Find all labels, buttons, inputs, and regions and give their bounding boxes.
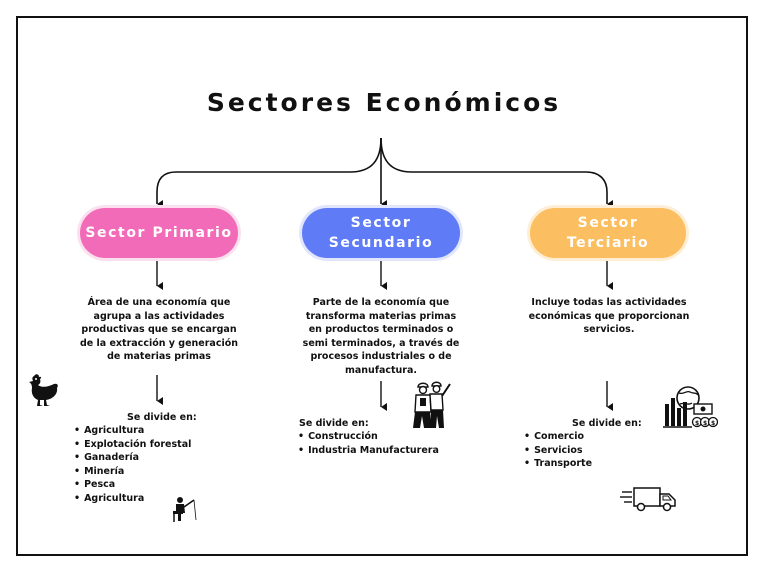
list-item: Explotación forestal [74,438,191,452]
sector-primario-description: Área de una economía que agrupa a las ac… [79,297,239,362]
sector-terciario-description: Incluye todas las actividades económicas… [528,297,690,335]
sector-primario-divide-label: Se divide en: [127,412,197,423]
commerce-money-icon: $ $ $ [663,386,718,428]
list-item: Ganadería [74,451,191,465]
list-item: Transporte [524,457,592,471]
page-title: Sectores Económicos [206,88,562,117]
list-item: Comercio [524,430,592,444]
sector-primario-list: Agricultura Explotación forestal Ganader… [74,424,191,505]
delivery-truck-icon [620,487,676,512]
brace-left [156,137,382,208]
list-item: Agricultura [74,492,191,506]
sector-terciario-pill: Sector Terciario [530,208,686,258]
brace-right [380,137,613,208]
construction-workers-icon [413,381,451,428]
list-item: Construcción [298,430,439,444]
sector-secundario-divide-label: Se divide en: [299,418,369,429]
sector-secundario-description: Parte de la economía que transforma mate… [302,297,460,376]
sector-primario-pill: Sector Primario [80,208,238,258]
svg-text:$: $ [703,420,707,427]
list-item: Industria Manufacturera [298,444,439,458]
sector-secundario-list: Construcción Industria Manufacturera [298,430,439,457]
list-item: Agricultura [74,424,191,438]
sector-secundario-pill: Sector Secundario [302,208,460,258]
list-item: Pesca [74,478,191,492]
sector-terciario-divide-label: Se divide en: [572,418,642,429]
sector-secundario-label: Sector Secundario [328,215,434,251]
chicken-icon [29,374,58,406]
svg-text:$: $ [695,420,699,427]
sector-terciario-label: Sector Terciario [566,215,650,251]
sector-terciario-list: Comercio Servicios Transporte [524,430,592,471]
list-item: Servicios [524,444,592,458]
list-item: Minería [74,465,191,479]
fishing-person-icon [173,497,197,522]
svg-text:$: $ [711,420,715,427]
